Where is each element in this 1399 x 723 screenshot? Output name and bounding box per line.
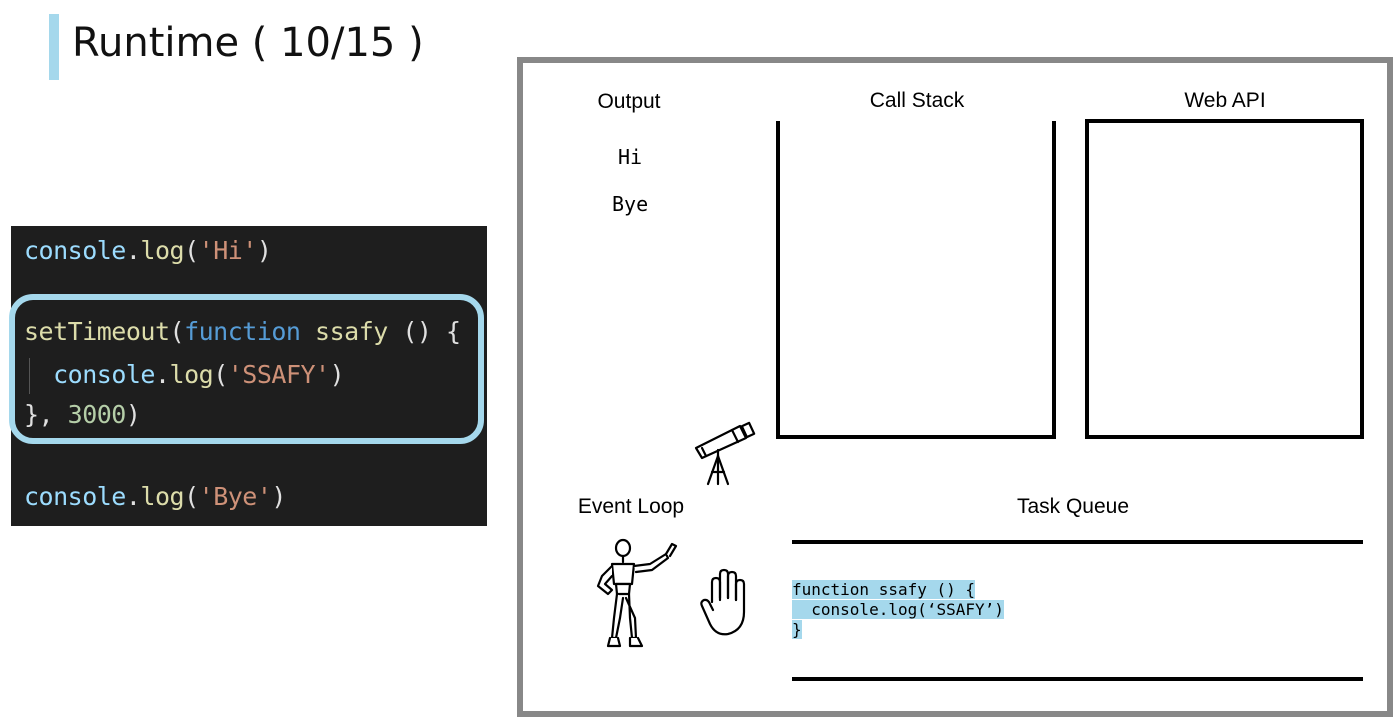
output-label: Output — [597, 90, 661, 113]
code-line-5: console.log('Bye') — [24, 482, 286, 511]
call-stack-box — [776, 121, 1056, 439]
code-line-1: console.log('Hi') — [24, 236, 272, 265]
web-api-label: Web API — [1184, 89, 1266, 112]
telescope-icon — [694, 421, 756, 486]
task-queue-bottom-line — [792, 677, 1363, 681]
task-queue-code-line-3: } — [792, 620, 802, 639]
task-queue-code-line-2: console.log(‘SSAFY’) — [792, 600, 1004, 619]
task-queue-label: Task Queue — [1016, 495, 1130, 518]
indent-guide — [29, 358, 30, 394]
slide-title: Runtime ( 10/15 ) — [72, 20, 424, 66]
web-api-box — [1085, 119, 1364, 439]
output-line-2: Bye — [612, 192, 649, 216]
code-panel — [11, 226, 487, 526]
code-line-3: console.log('SSAFY') — [53, 360, 345, 389]
runtime-frame — [517, 57, 1393, 717]
task-queue-code: function ssafy () { console.log(‘SSAFY’)… — [792, 580, 1004, 640]
title-accent-bar — [49, 14, 59, 80]
call-stack-label: Call Stack — [869, 89, 965, 112]
code-line-2: setTimeout(function ssafy () { — [24, 317, 461, 346]
figure-pointing-icon — [596, 538, 678, 648]
task-queue-code-line-1: function ssafy () { — [792, 580, 976, 599]
output-line-1: Hi — [618, 145, 643, 169]
code-highlight-box — [9, 294, 484, 444]
task-queue-top-line — [792, 540, 1363, 544]
raised-hand-icon — [700, 568, 746, 636]
event-loop-label: Event Loop — [577, 495, 685, 518]
